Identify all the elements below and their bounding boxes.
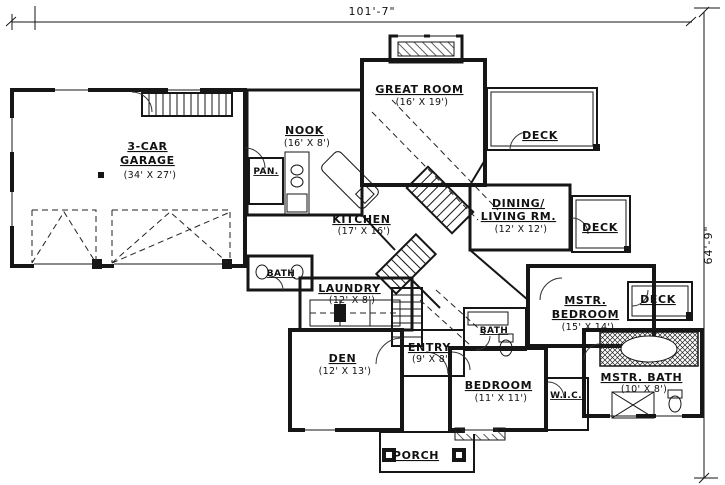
label-deck-right: DECK	[582, 221, 618, 234]
label-bath-entry: BATH	[480, 326, 508, 336]
dimension-lines: 101'-7" 64'-9"	[5, 5, 720, 484]
label-mstr-bath: MSTR. BATH (10' X 8')	[601, 366, 688, 395]
label-kitchen: KITCHEN (17' X 16')	[332, 208, 395, 237]
room-labels: 3-CAR GARAGE (34' X 27') NOOK (16' X 8')…	[120, 78, 688, 462]
door-arcs	[131, 91, 649, 399]
label-garage: 3-CAR GARAGE (34' X 27')	[120, 135, 180, 181]
label-mstr-bedroom: MSTR. BEDROOM (15' X 14')	[552, 289, 624, 333]
fixtures	[248, 41, 699, 419]
top-dimension-label: 101'-7"	[348, 5, 395, 18]
right-dimension-label: 64'-9"	[702, 225, 715, 264]
label-deck-lower: DECK	[640, 293, 676, 306]
stairs	[141, 92, 475, 347]
label-entry: ENTRY (9' X 8')	[408, 336, 456, 365]
label-deck-top: DECK	[522, 129, 558, 142]
dashed-beams	[371, 99, 499, 346]
windows	[8, 32, 682, 434]
label-bedroom: BEDROOM (11' X 11')	[465, 374, 537, 404]
label-pantry: PAN.	[253, 167, 278, 177]
label-nook: NOOK (16' X 8')	[284, 119, 330, 149]
label-bath-garage: BATH	[267, 269, 295, 279]
label-porch: PORCH	[393, 449, 439, 462]
exterior-walls	[10, 34, 704, 432]
label-den: DEN (12' X 13')	[319, 347, 372, 377]
label-dining: DINING/ LIVING RM. (12' X 12')	[481, 192, 561, 235]
label-great-room: GREAT ROOM (16' X 19')	[375, 78, 468, 108]
label-laundry: LAUNDRY (12' X 8')	[318, 277, 386, 306]
pantry-closet	[248, 157, 284, 205]
garage-doors	[31, 172, 232, 272]
label-wic: W.I.C.	[550, 391, 582, 401]
